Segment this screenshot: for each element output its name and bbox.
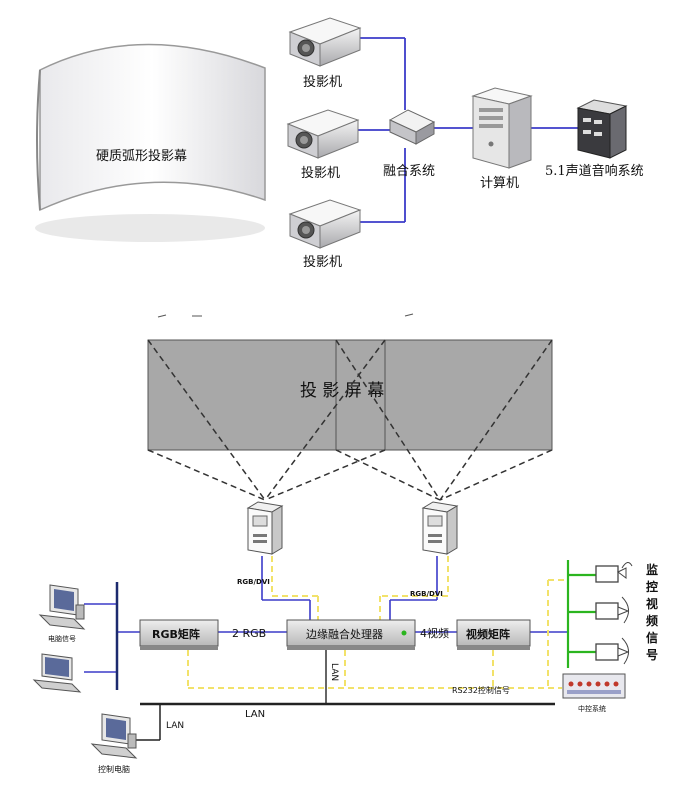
svg-text:监: 监	[646, 562, 658, 577]
audio-system-icon	[576, 99, 628, 159]
curved-screen	[35, 43, 266, 242]
svg-text:信: 信	[646, 630, 658, 645]
laptop-icon	[32, 653, 82, 693]
computer-label: 计算机	[480, 176, 519, 191]
video-count-label: 4视频	[420, 626, 449, 640]
svg-text:控: 控	[646, 579, 658, 594]
stray-marks	[157, 313, 414, 318]
control-pc-label: 控制电脑	[98, 764, 130, 774]
camera-icon	[595, 562, 633, 583]
central-control-icon	[562, 673, 626, 699]
monitor-signal-label: 监 控 视 频 信 号	[646, 562, 658, 662]
computer-tower-icon	[471, 87, 533, 169]
signal-lines-blue	[84, 556, 568, 673]
camera-icon	[595, 637, 630, 665]
lan-small-label: LAN	[166, 721, 184, 731]
pc-signal-label: 电脑信号	[48, 634, 76, 643]
edge-processor-label: 边缘融合处理器	[306, 627, 383, 641]
projector-icon	[288, 199, 362, 249]
control-pc-icon	[90, 713, 138, 759]
projector-icon	[288, 17, 362, 67]
video-matrix-box	[456, 619, 531, 650]
monitor-signal-bus	[566, 560, 596, 668]
curved-screen-label: 硬质弧形投影幕	[96, 148, 187, 164]
projector-label: 投影机	[301, 165, 340, 181]
projector-label: 投影机	[303, 254, 342, 270]
projection-beams	[147, 339, 553, 501]
central-control-label: 中控系统	[578, 704, 606, 713]
svg-text:视: 视	[646, 596, 658, 611]
video-matrix-label: 视频矩阵	[466, 627, 510, 641]
svg-text:频: 频	[646, 613, 658, 628]
top-connections	[355, 37, 578, 223]
blend-device-icon	[388, 109, 436, 145]
audio-system-label: 5.1声道音响系统	[545, 163, 644, 179]
lan-vertical-label: LAN	[329, 663, 339, 681]
rgb-dvi-label-left: RGB/DVI	[237, 578, 270, 586]
edge-blending-processor	[286, 619, 416, 650]
rgb-dvi-label-right: RGB/DVI	[410, 590, 443, 598]
svg-text:号: 号	[646, 647, 658, 662]
projection-screen-label: 投 影 屏 幕	[300, 381, 384, 401]
rgb-matrix-box	[139, 619, 219, 650]
rgb-matrix-label: RGB矩阵	[152, 627, 200, 641]
control-lines-yellow	[187, 556, 568, 689]
projector-icon	[286, 109, 360, 159]
lan-bus-label: LAN	[245, 709, 265, 720]
rgb-count-label: 2 RGB	[232, 627, 266, 640]
projector-icon	[246, 501, 284, 555]
desktop-pc-icon	[38, 584, 86, 630]
projector-icon	[421, 501, 459, 555]
camera-icon	[595, 596, 630, 624]
rs232-label: RS232控制信号	[452, 685, 510, 695]
projector-label: 投影机	[303, 74, 342, 90]
blend-system-label: 融合系统	[383, 164, 435, 179]
